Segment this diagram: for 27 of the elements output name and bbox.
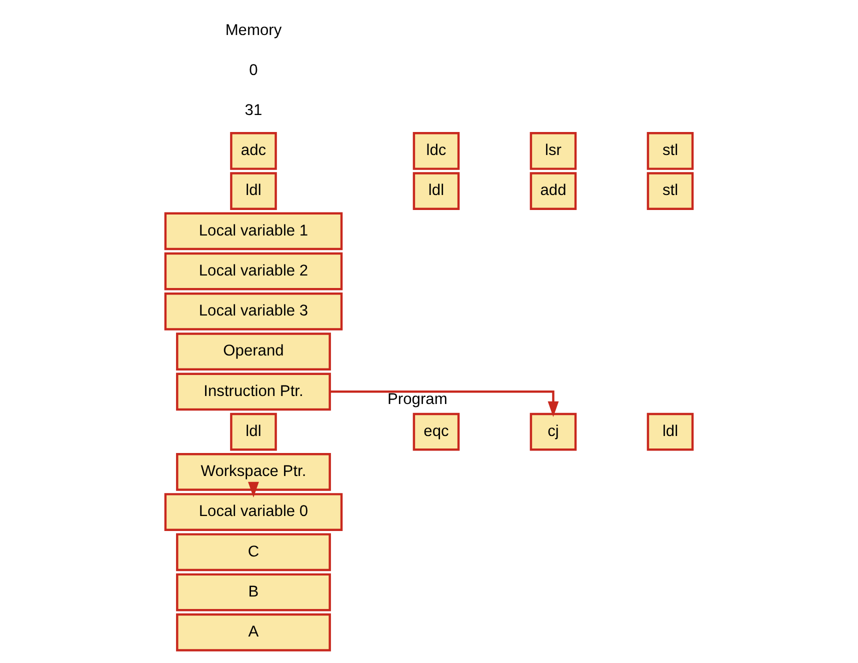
node-box: Local variable 0 [164,493,343,531]
node-box: Local variable 1 [164,212,343,250]
node-box: Instruction Ptr. [176,372,331,411]
node-box: stl [646,132,694,170]
label: 31 [244,102,262,119]
label: Memory [225,22,282,39]
node-box: B [176,573,331,612]
node-box: Local variable 3 [164,292,343,330]
node-box: Local variable 2 [164,252,343,290]
node-box: ldl [646,412,694,451]
node-box: C [176,533,331,572]
node-box: ldl [230,412,277,451]
node-box: adc [230,132,277,170]
arrow [330,390,559,417]
node-box: Operand [176,332,331,370]
node-box: ldl [412,172,460,210]
node-box: A [176,613,331,652]
node-box: stl [646,172,694,210]
node-box: lsr [530,132,577,170]
node-box: ldc [412,132,460,170]
node-box: ldl [230,172,277,210]
edge-label: Program [388,391,448,408]
label: 0 [249,62,258,79]
node-box: add [530,172,577,210]
node-box: cj [530,412,577,451]
arrow [248,482,259,498]
node-box: eqc [412,412,460,451]
